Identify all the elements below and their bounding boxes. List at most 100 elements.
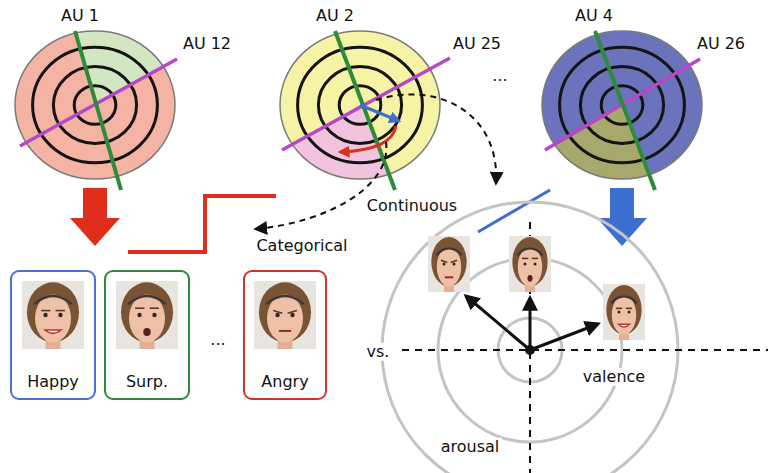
brow <box>288 311 297 314</box>
brow <box>150 307 159 309</box>
mouth <box>279 330 291 332</box>
photo-ground <box>116 281 178 349</box>
va-origin <box>525 345 535 355</box>
brow <box>532 258 538 260</box>
face-photo <box>22 281 84 349</box>
annotation: Categorical <box>254 237 349 255</box>
blue-arrow <box>360 105 399 121</box>
brow <box>41 310 50 312</box>
headband <box>436 248 461 255</box>
disk-ring <box>318 67 401 144</box>
eye <box>442 263 445 266</box>
red-curve-arrow <box>340 126 396 152</box>
annotation: valence <box>581 368 647 386</box>
eye <box>534 263 537 266</box>
eye <box>137 313 141 317</box>
mouth <box>527 275 532 282</box>
va-ring <box>382 202 678 473</box>
dashed-arrow <box>376 94 496 183</box>
hair <box>512 237 547 286</box>
emotion-label: Surp. <box>120 372 174 398</box>
disk-ring <box>298 47 423 162</box>
skin <box>35 295 71 343</box>
hair <box>27 282 79 342</box>
headband <box>611 296 636 303</box>
mouth <box>619 324 630 327</box>
au-label: AU 4 <box>573 7 615 25</box>
eye <box>152 313 156 317</box>
au-disk <box>126 31 465 473</box>
au-axis <box>20 59 177 146</box>
photo-ground <box>603 284 645 340</box>
photo-ground <box>254 281 316 349</box>
skin <box>437 247 461 286</box>
eye <box>290 313 294 317</box>
annotation: Continuous <box>365 197 459 215</box>
au-axis <box>335 31 395 190</box>
hair <box>606 285 641 334</box>
block-arrow <box>70 188 120 246</box>
emotion-label: Happy <box>21 372 85 398</box>
au-axis <box>282 58 450 150</box>
headband <box>34 296 71 304</box>
brow <box>451 260 457 262</box>
annotation: ... <box>490 67 509 85</box>
disk-outline <box>280 31 440 179</box>
brow <box>273 311 282 314</box>
eye <box>628 311 631 314</box>
au-label: AU 1 <box>59 7 101 25</box>
au-label: AU 26 <box>695 35 747 53</box>
au-label: AU 2 <box>314 7 356 25</box>
skin <box>518 247 542 286</box>
skin <box>267 295 303 343</box>
photo-ground <box>509 236 551 292</box>
eye <box>58 313 62 317</box>
photo-ground <box>22 281 84 349</box>
annotation: vs. <box>365 343 392 361</box>
brow <box>135 307 144 309</box>
va-vector <box>466 296 530 350</box>
annotation: arousal <box>439 438 502 456</box>
brow <box>616 308 622 310</box>
va-vector <box>529 298 532 350</box>
va-vector <box>530 324 598 350</box>
mouth <box>445 276 453 278</box>
headband <box>517 248 542 255</box>
eye <box>453 263 456 266</box>
headband <box>266 296 303 304</box>
au-axis <box>75 31 121 190</box>
annotation: ... <box>208 331 227 349</box>
face-photo <box>428 236 470 292</box>
face-photo <box>254 281 316 349</box>
brow <box>522 258 528 260</box>
au-disk <box>391 31 721 473</box>
hair <box>259 282 311 342</box>
dashed-arrow <box>256 142 386 229</box>
face-photo <box>603 284 645 340</box>
emotion-box: Surp. <box>104 270 190 400</box>
brow <box>441 260 447 262</box>
face-photo <box>116 281 178 349</box>
emotion-label: Angry <box>255 372 314 398</box>
au-label: AU 25 <box>451 35 503 53</box>
ramp-function <box>478 190 550 232</box>
eye <box>617 311 620 314</box>
hair <box>431 237 466 286</box>
hair <box>121 282 173 342</box>
eye <box>275 313 279 317</box>
au-axis <box>595 31 655 190</box>
skin <box>612 295 636 334</box>
disk-quadrant <box>391 105 721 473</box>
emotion-box: Happy <box>10 270 96 400</box>
headband <box>128 296 165 304</box>
skin <box>129 295 165 343</box>
photo-ground <box>428 236 470 292</box>
va-axis <box>402 349 768 351</box>
face-photo <box>509 236 551 292</box>
au-label: AU 12 <box>181 35 233 53</box>
eye <box>523 263 526 266</box>
emotion-box: Angry <box>243 270 327 400</box>
mouth <box>45 330 61 333</box>
